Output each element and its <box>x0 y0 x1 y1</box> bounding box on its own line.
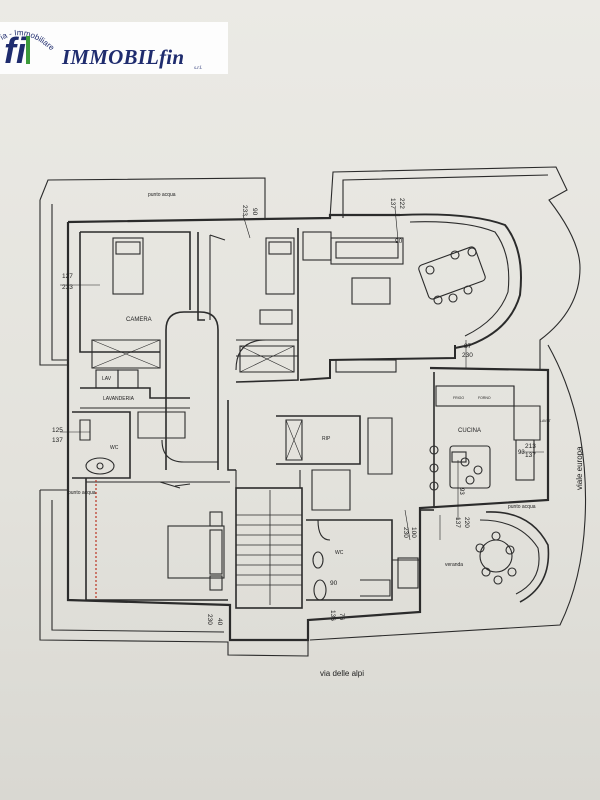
supply-label-right: punto acqua <box>508 504 536 510</box>
dim-87: 87 <box>464 343 472 350</box>
logo-mark-text: fi <box>4 30 27 68</box>
dim-90-living: 90 <box>395 238 403 245</box>
appliance-label-lavst: LAVST <box>540 419 552 423</box>
dim-93-kitchen: 93 <box>518 450 525 456</box>
dim-137-top: 137 <box>389 198 396 209</box>
dim-220: 220 <box>463 517 470 528</box>
dim-233: 233 <box>62 284 73 291</box>
brand-suffix: s.r.l. <box>194 66 203 71</box>
supply-label-top: punto acqua <box>148 192 176 198</box>
dim-213: 213 <box>525 443 536 450</box>
dim-137: 137 <box>52 437 63 444</box>
dim-233-top: 233 <box>241 205 248 216</box>
room-label-camera: CAMERA <box>126 317 152 323</box>
dim-136: 136 <box>329 610 336 621</box>
room-label-cucina: CUCINA <box>458 428 481 434</box>
room-label-wc-right: WC <box>335 550 344 556</box>
room-label-rip: RIP <box>322 436 331 442</box>
room-label-lavanderia: LAVANDERIA <box>103 396 135 402</box>
dim-137-veranda: 137 <box>454 517 461 528</box>
dim-230: 230 <box>462 352 473 359</box>
dim-90-wc: 90 <box>330 580 338 587</box>
room-label-veranda: veranda <box>445 562 463 568</box>
appliance-label-frigo: FRIGO <box>453 396 464 400</box>
dim-93-island: 93 <box>458 488 464 495</box>
dim-127: 127 <box>62 273 73 280</box>
supply-label-left: punto acqua <box>68 490 96 496</box>
appliance-label-forno: FORNO <box>478 396 491 400</box>
dim-76: 76 <box>338 613 345 621</box>
dim-89: 40 <box>216 618 223 626</box>
dim-100: 100 <box>410 527 417 538</box>
logo: ia - Immobiliare <box>0 22 228 74</box>
dim-125: 125 <box>52 427 63 434</box>
dim-230-bed: 230 <box>206 614 213 625</box>
dim-90-top: 90 <box>251 208 258 216</box>
logo-fi-icon: fi <box>4 30 30 68</box>
dim-230-veranda: 230 <box>402 527 409 538</box>
dim-222: 222 <box>398 198 405 209</box>
brand-name: IMMOBILfin <box>62 45 185 69</box>
room-label-lav: LAV <box>102 376 112 382</box>
room-label-wc-left: WC <box>110 445 119 451</box>
street-label-right: viale europa <box>575 446 584 490</box>
dim-137-kitchen: 137 <box>525 452 536 459</box>
street-label-bottom: via delle alpi <box>320 669 364 678</box>
